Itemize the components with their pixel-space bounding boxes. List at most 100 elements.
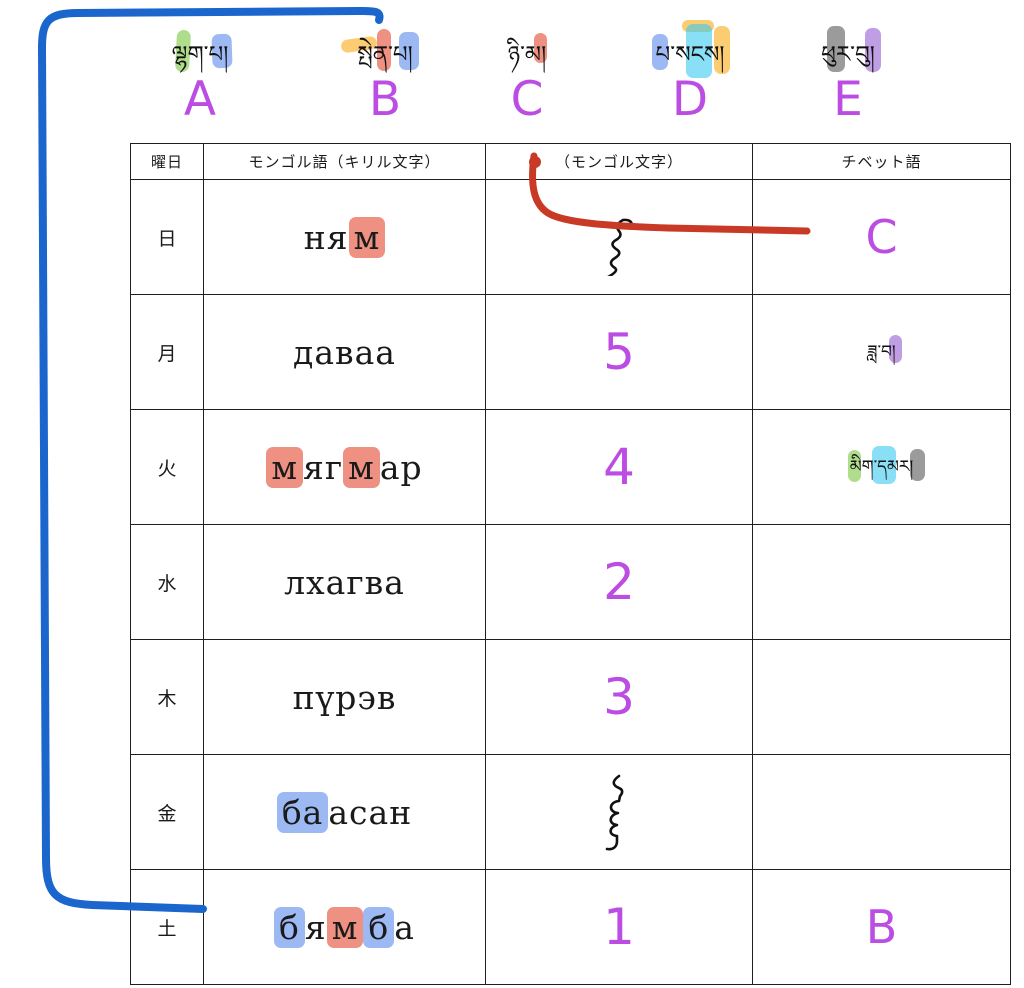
option-d: པ་སངས། D — [604, 20, 776, 123]
handwritten-letter-e: E — [833, 72, 863, 127]
word-segment: яг — [303, 447, 344, 487]
option-c: ཉི་མ། C — [441, 33, 613, 127]
mongolian-script-glyph — [605, 774, 624, 851]
tibetan-answer-cell: མིག་དམར། — [752, 409, 1011, 525]
handwritten-answer: C — [865, 210, 898, 264]
tibetan-answer-cell: ཟླ་བ། — [752, 294, 1011, 410]
tibetan-answer-cell — [752, 754, 1011, 870]
gray-highlight-mark — [827, 26, 846, 72]
cyan-highlight-mark — [871, 446, 896, 484]
tibetan-text: སྤེན་པ། — [357, 42, 413, 68]
tibetan-text: མིག་དམར། — [849, 457, 914, 477]
tibetan-text: ཕུར་བུ། — [821, 42, 875, 68]
handwritten-letter-c: C — [510, 72, 544, 127]
handwritten-answer: B — [865, 900, 898, 954]
table-row-mon: 月 даваа 5 ཟླ་བ། — [130, 294, 1011, 410]
mongol-script-cell — [485, 179, 753, 295]
option-e: ཕུར་བུ། E — [762, 26, 934, 127]
day-cell: 月 — [130, 294, 204, 410]
tibetan-word-b: སྤེན་པ། — [340, 29, 420, 74]
purple-highlight-mark — [865, 28, 882, 72]
cyan-highlight-mark — [685, 24, 712, 78]
red-highlighted-segment: м — [326, 906, 364, 948]
header-mongolian-script: （モンゴル文字） — [485, 143, 753, 180]
tibetan-text: ཉི་མ། — [507, 42, 547, 68]
handwritten-number: 1 — [603, 898, 635, 956]
cyrillic-word: пүрэв — [293, 678, 397, 717]
green-highlight-mark — [847, 450, 861, 482]
tibetan-word-e: ཕུར་བུ། — [821, 26, 882, 74]
cyrillic-cell: лхагва — [203, 524, 486, 640]
header-day: 曜日 — [130, 143, 204, 180]
mongol-script-cell: 2 — [485, 524, 753, 640]
red-highlight-mark — [533, 33, 547, 63]
word-segment: пүрэв — [292, 677, 397, 717]
handwritten-number: 3 — [603, 668, 635, 726]
mongol-script-cell: 1 — [485, 869, 753, 985]
day-cell: 日 — [130, 179, 204, 295]
tibetan-text: པ་སངས། — [655, 42, 725, 68]
word-segment: а — [394, 907, 415, 947]
tibetan-word-a: ལྷག་པ། — [171, 29, 233, 74]
word-segment: асан — [328, 792, 413, 832]
cyrillic-cell: пүрэв — [203, 639, 486, 755]
tibetan-answer-cell — [752, 639, 1011, 755]
day-cell: 火 — [130, 409, 204, 525]
header-tibetan: チベット語 — [752, 143, 1011, 180]
blue-highlighted-segment: ба — [276, 791, 329, 833]
word-segment: я — [304, 907, 327, 947]
word-segment: ар — [379, 447, 423, 487]
tibetan-word: མིག་དམར། — [847, 446, 925, 484]
day-cell: 金 — [130, 754, 204, 870]
red-highlighted-segment: м — [348, 216, 386, 258]
blue-highlight-mark — [399, 32, 420, 70]
header-mongolian-cyrillic: モンゴル語（キリル文字） — [203, 143, 486, 180]
day-cell: 木 — [130, 639, 204, 755]
word-segment: лхагва — [284, 562, 405, 602]
cyrillic-cell: даваа — [203, 294, 486, 410]
table-row-wed: 水 лхагва 2 — [130, 524, 1011, 640]
day-cell: 水 — [130, 524, 204, 640]
tibetan-answer-cell — [752, 524, 1011, 640]
blue-highlight-mark — [651, 34, 668, 70]
option-a: ལྷག་པ། A — [114, 29, 286, 127]
word-segment: даваа — [293, 332, 396, 372]
cyrillic-word: лхагва — [284, 563, 405, 602]
mongol-script-cell: 3 — [485, 639, 753, 755]
tibetan-answer-cell: B — [752, 869, 1011, 985]
header-row: 曜日 モンゴル語（キリル文字） （モンゴル文字） チベット語 — [130, 143, 1011, 180]
red-highlighted-segment: м — [343, 446, 380, 488]
handwritten-letter-a: A — [183, 72, 217, 127]
tibetan-word-d: པ་སངས། — [651, 20, 730, 78]
handwritten-number: 4 — [603, 438, 635, 496]
handwritten-number: 2 — [603, 553, 635, 611]
tibetan-text: ཟླ་བ། — [867, 342, 896, 362]
tibetan-text: ལྷག་པ། — [171, 42, 229, 68]
mongolian-script-glyph — [607, 218, 634, 276]
word-segment: ня — [303, 217, 349, 257]
blue-highlighted-segment: б — [274, 906, 305, 948]
mongol-script-cell — [485, 754, 753, 870]
red-highlighted-segment: м — [266, 446, 304, 488]
blue-highlighted-segment: б — [363, 906, 395, 948]
mongol-script-cell: 4 — [485, 409, 753, 525]
mongol-script-cell: 5 — [485, 294, 753, 410]
tibetan-answer-cell: C — [752, 179, 1011, 295]
orange-highlight-mark — [713, 26, 730, 74]
tibetan-word: ཟླ་བ། — [867, 335, 903, 369]
purple-highlight-mark — [889, 335, 903, 363]
table-row-thu: 木 пүрэв 3 — [130, 639, 1011, 755]
